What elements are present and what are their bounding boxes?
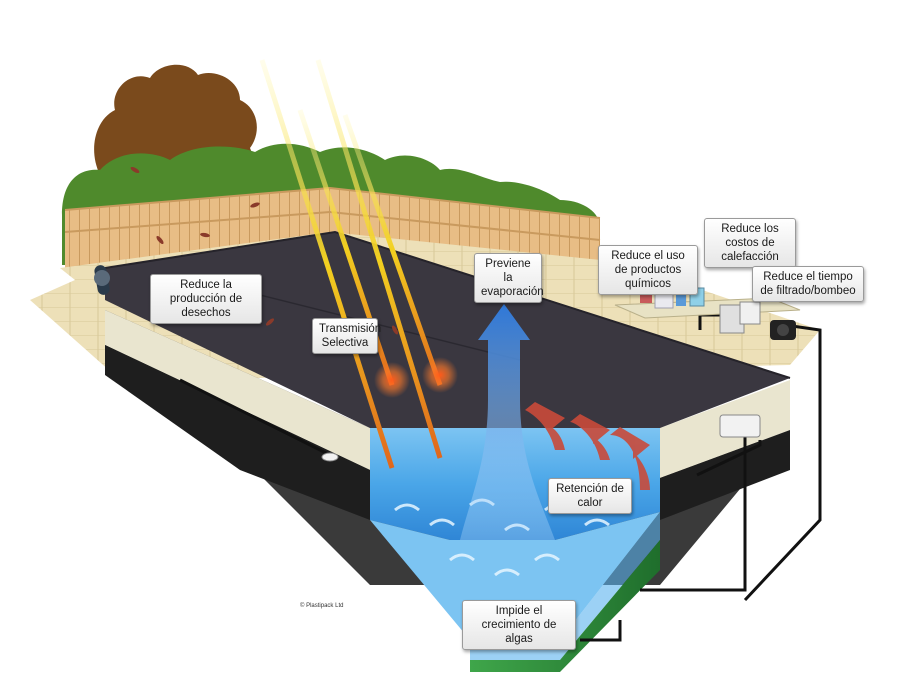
equipment-shelf xyxy=(614,281,801,340)
copyright-text: © Plastipack Ltd xyxy=(300,603,344,609)
callout-heating: Reduce los costos de calefacción xyxy=(704,218,796,268)
callout-waste: Reduce la producción de desechos xyxy=(150,274,262,324)
heat-glows xyxy=(374,357,458,398)
callout-algae: Impide el crecimiento de algas xyxy=(462,600,576,650)
callout-transmission: Transmisión Selectiva xyxy=(312,318,381,354)
cover-reel xyxy=(94,265,110,295)
callout-filtering: Reduce el tiempo de filtrado/bombeo xyxy=(752,266,864,302)
callout-heat-retention: Retención de calor xyxy=(548,478,632,514)
ground xyxy=(470,540,660,672)
skimmer xyxy=(321,414,761,462)
heat-retention-arrows xyxy=(525,402,650,490)
callout-evaporation: Previene la evaporación xyxy=(474,253,544,303)
evaporation-arrow xyxy=(460,304,555,540)
callout-chemicals: Reduce el uso de productos químicos xyxy=(598,245,698,295)
